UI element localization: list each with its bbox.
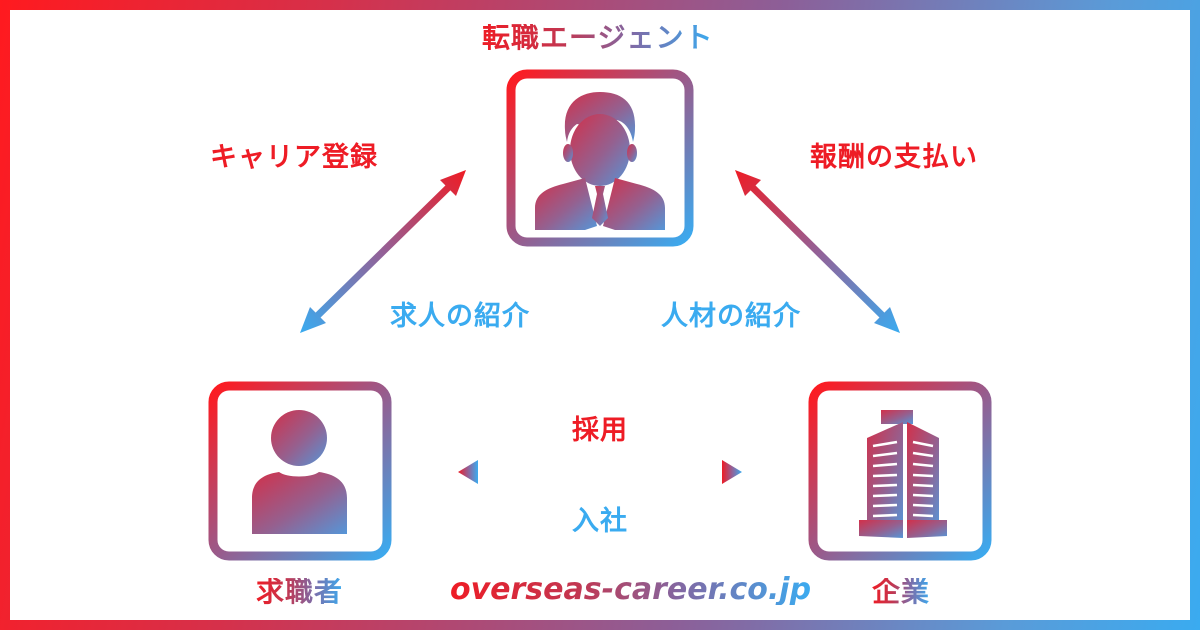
job-seeker-box	[208, 381, 392, 561]
job-seeker-node	[207, 380, 393, 562]
company-box	[808, 381, 992, 561]
agent-box	[506, 69, 694, 247]
company-label: 企業	[872, 575, 931, 608]
hiring-label: 採用	[572, 415, 628, 446]
building-windows	[872, 440, 934, 518]
agent-label: 転職エージェント	[482, 21, 714, 54]
agent-node	[505, 68, 695, 248]
talent-introduction-label: 人材の紹介	[661, 301, 801, 332]
site-url: overseas-career.co.jp	[450, 572, 812, 607]
career-registration-label: キャリア登録	[210, 142, 378, 173]
company-node	[807, 380, 993, 562]
job-introduction-label: 求人の紹介	[390, 301, 530, 332]
businessman-icon	[535, 92, 665, 230]
person-icon	[252, 410, 347, 534]
joining-label: 入社	[572, 506, 628, 537]
building-icon	[859, 410, 947, 538]
fee-payment-label: 報酬の支払い	[810, 142, 978, 173]
job-seeker-label: 求職者	[256, 575, 344, 608]
